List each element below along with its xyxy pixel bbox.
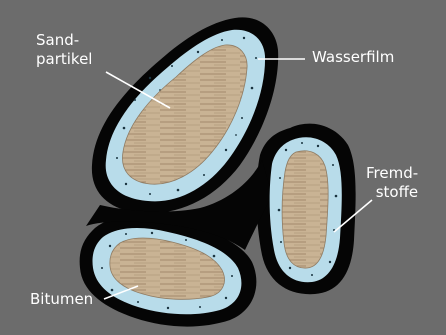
label-fremd-line1: Fremd- xyxy=(366,164,418,183)
sand-grain-right xyxy=(282,151,328,268)
label-sand-particle: Sand- partikel xyxy=(36,31,92,69)
label-bitumen: Bitumen xyxy=(30,290,93,309)
label-fremd-line2: stoffe xyxy=(366,183,418,202)
label-foreign-matter: Fremd- stoffe xyxy=(366,164,418,202)
label-sand-line2: partikel xyxy=(36,50,92,69)
label-sand-line1: Sand- xyxy=(36,31,92,50)
label-water-film: Wasserfilm xyxy=(312,48,394,67)
